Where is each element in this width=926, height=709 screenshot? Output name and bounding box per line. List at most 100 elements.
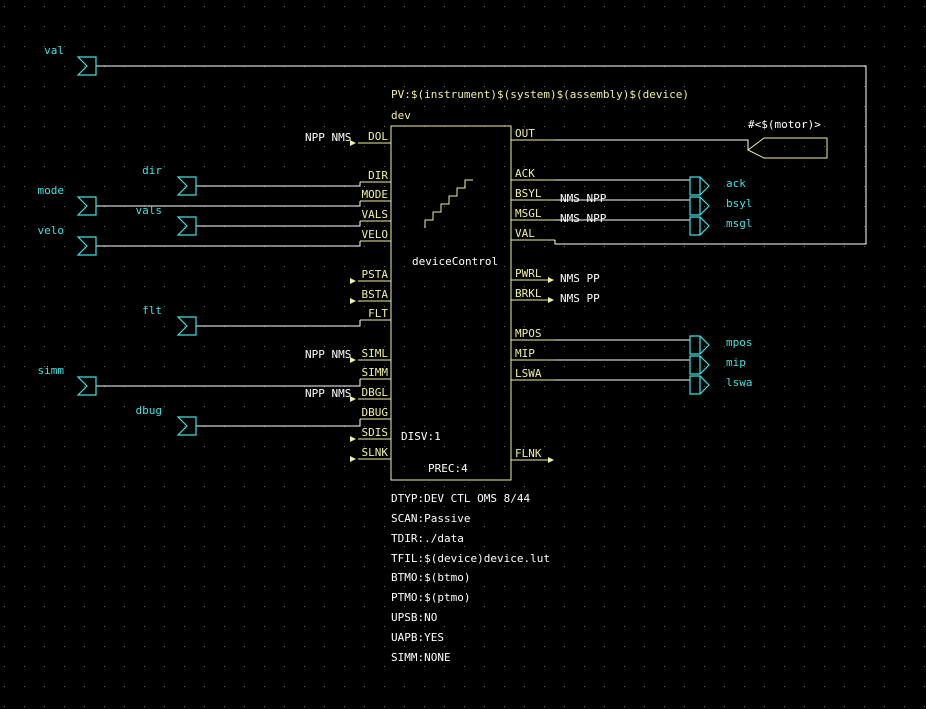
pin-arrow (350, 357, 356, 363)
output-port-ack[interactable]: ack (689, 176, 746, 196)
port-connector (76, 376, 97, 396)
port-label: mode (38, 184, 65, 197)
pin-simm[interactable]: SIMM (360, 366, 391, 380)
pin-dir[interactable]: DIR (360, 169, 391, 183)
wire (555, 339, 691, 345)
wire (96, 201, 361, 207)
pin-label: FLT (368, 307, 388, 320)
port-label: mpos (726, 336, 753, 349)
port-label: mip (726, 356, 746, 369)
pin-mpos[interactable]: MPOS (511, 327, 555, 341)
pin-flnk[interactable]: FLNK (511, 447, 554, 463)
port-connector (176, 416, 197, 436)
output-port-bsyl[interactable]: bsyl (689, 196, 753, 216)
pin-sdis[interactable]: SDIS (350, 426, 391, 442)
port-label: ack (726, 177, 746, 190)
wire (196, 419, 361, 427)
output-port-mip[interactable]: mip (689, 355, 746, 375)
pin-attr: NMS PP (560, 292, 600, 305)
input-port-dbug[interactable]: dbug (136, 404, 197, 436)
output-port-mpos[interactable]: mpos (689, 335, 753, 355)
record-block[interactable] (390, 125, 512, 481)
pin-flt[interactable]: FLT (360, 307, 391, 321)
pin-label: FLNK (515, 447, 542, 460)
wire (96, 241, 361, 247)
pin-bsyl[interactable]: BSYL NMS NPP (511, 187, 607, 205)
input-port-flt[interactable]: flt (142, 304, 197, 336)
output-port-lswa[interactable]: lswa (689, 375, 753, 395)
wire (196, 221, 361, 227)
pin-label: BRKL (515, 287, 542, 300)
pin-val[interactable]: VAL (511, 227, 555, 241)
field-line: DTYP:DEV CTL OMS 8/44 (391, 492, 530, 505)
port-label: dbug (136, 404, 163, 417)
input-port-mode[interactable]: mode (38, 184, 97, 216)
pin-slnk[interactable]: SLNK (350, 446, 391, 462)
pin-msgl[interactable]: MSGL NMS NPP (511, 207, 607, 225)
input-port-simm[interactable]: simm (38, 364, 97, 396)
port-connector (689, 216, 710, 236)
port-label: flt (142, 304, 162, 317)
pin-velo[interactable]: VELO (360, 228, 391, 242)
wire (96, 379, 361, 387)
port-connector (689, 176, 710, 196)
hw-link-connector[interactable] (747, 137, 828, 159)
pin-attr: NMS NPP (560, 192, 607, 205)
wires (96, 65, 867, 427)
pin-vals[interactable]: VALS (360, 208, 391, 222)
field-line: BTMO:$(btmo) (391, 571, 470, 584)
pin-mip[interactable]: MIP (511, 347, 555, 361)
input-port-velo[interactable]: velo (38, 224, 97, 256)
port-label: bsyl (726, 197, 753, 210)
pin-arrow (548, 277, 554, 283)
port-connector (176, 316, 197, 336)
wire (555, 379, 691, 385)
pin-arrow (350, 298, 356, 304)
pin-label: MPOS (515, 327, 542, 340)
pin-attr: NPP NMS (305, 131, 351, 144)
port-label: velo (38, 224, 65, 237)
input-port-val[interactable]: val (44, 44, 97, 76)
port-connector (689, 196, 710, 216)
pin-bsta[interactable]: BSTA (350, 288, 391, 304)
pin-attr: NMS PP (560, 272, 600, 285)
pin-label: MODE (362, 188, 389, 201)
left-pins: DOL NPP NMS DIR MODE VALS VELO PSTA BSTA FLT SIML… (305, 130, 391, 462)
field-line: SIMM:NONE (391, 651, 451, 664)
pin-arrow (350, 436, 356, 442)
record-type: deviceControl (412, 255, 498, 268)
port-connector (689, 335, 710, 355)
pin-dbug[interactable]: DBUG (360, 406, 391, 420)
port-label: vals (136, 204, 163, 217)
pin-label: SIMM (362, 366, 389, 379)
field-line: TDIR:./data (391, 532, 464, 545)
pin-label: MSGL (515, 207, 542, 220)
pin-ack[interactable]: ACK (511, 167, 555, 181)
pin-psta[interactable]: PSTA (350, 268, 391, 284)
hw-link-label: #<$(motor)> (748, 118, 821, 131)
pin-label: DIR (368, 169, 388, 182)
output-port-msgl[interactable]: msgl (689, 216, 753, 236)
pin-attr: NMS NPP (560, 212, 607, 225)
pin-arrow (548, 457, 554, 463)
port-connector (76, 56, 97, 76)
pin-dol[interactable]: DOL NPP NMS (305, 130, 391, 146)
grid-dots (4, 6, 925, 707)
pin-lswa[interactable]: LSWA (511, 367, 555, 381)
input-port-dir[interactable]: dir (142, 164, 197, 196)
ports: val dir mode vals velo flt simm dbug ack bsyl msgl… (38, 44, 753, 436)
pin-label: VAL (515, 227, 535, 240)
field-line: UPSB:NO (391, 611, 437, 624)
pin-brkl[interactable]: BRKL NMS PP (511, 287, 600, 305)
wire (196, 182, 361, 187)
pin-label: DOL (368, 130, 388, 143)
pin-label: BSYL (515, 187, 542, 200)
pin-out[interactable]: OUT (511, 127, 555, 141)
pin-mode[interactable]: MODE (360, 188, 391, 202)
input-port-vals[interactable]: vals (136, 204, 197, 236)
field-list: DTYP:DEV CTL OMS 8/44 SCAN:Passive TDIR:… (391, 492, 550, 664)
pin-label: ACK (515, 167, 535, 180)
